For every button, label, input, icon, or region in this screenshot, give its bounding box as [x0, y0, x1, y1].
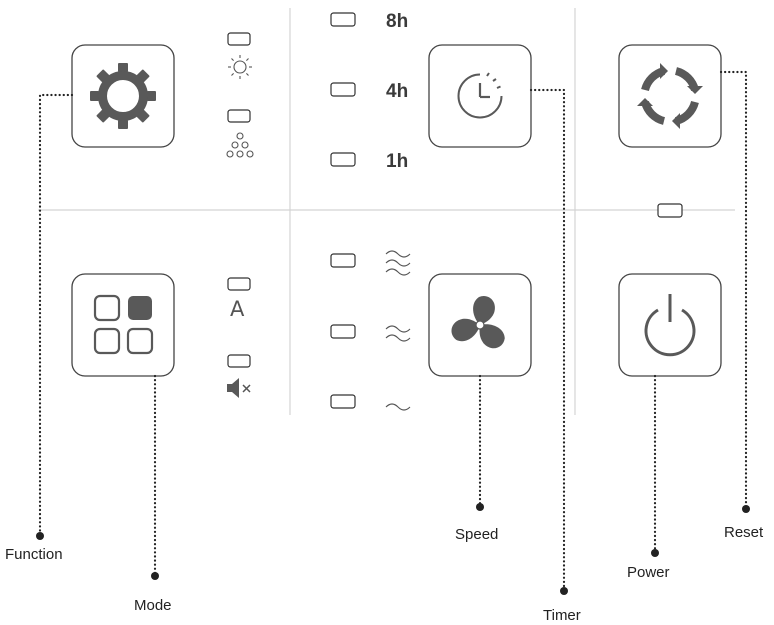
mode-indicator-mute [227, 354, 251, 368]
speed-indicators [330, 250, 411, 411]
timer-label-8h: 8h [386, 11, 408, 32]
power-indicator [657, 203, 683, 218]
timer-indicators: 8h 4h 1h [330, 11, 408, 172]
power-label: Power [627, 564, 670, 581]
power-icon [644, 294, 696, 357]
fan-icon [451, 295, 505, 349]
refresh-icon [637, 63, 703, 129]
speed-button[interactable] [428, 273, 532, 377]
speed-low-icon [385, 403, 411, 411]
reset-label: Reset [724, 524, 764, 541]
timer-label-4h: 4h [386, 81, 408, 102]
function-indicator-light [227, 32, 251, 46]
mode-label: Mode [134, 597, 172, 614]
speed-high-icon [385, 250, 411, 276]
function-label: Function [5, 546, 63, 563]
timer-indicator-1h [330, 152, 356, 167]
power-button[interactable] [618, 273, 722, 377]
mode-indicator-auto [227, 277, 251, 291]
function-leader [38, 93, 74, 538]
mode-indicators: A [227, 277, 251, 398]
timer-label-1h: 1h [386, 151, 408, 172]
function-indicators [226, 32, 254, 158]
mode-button[interactable] [71, 273, 175, 377]
clock-icon [457, 72, 503, 119]
callouts: Function Mode Speed Timer Power Reset [5, 70, 764, 624]
speed-label: Speed [455, 526, 498, 543]
speed-indicator-low [330, 394, 356, 409]
timer-leader [529, 88, 566, 593]
sun-icon [228, 55, 252, 79]
speed-medium-icon [385, 325, 411, 342]
function-indicator-ion [227, 109, 251, 123]
ionizer-icon [226, 132, 254, 158]
timer-indicator-8h [330, 12, 356, 27]
speed-leader-dot [476, 503, 484, 511]
mode-leader-dot [151, 572, 159, 580]
speed-indicator-medium [330, 324, 356, 339]
speed-indicator-high [330, 253, 356, 268]
mute-icon [227, 378, 251, 398]
power-leader-dot [651, 549, 659, 557]
reset-button[interactable] [618, 44, 722, 148]
timer-indicator-4h [330, 82, 356, 97]
reset-leader [719, 70, 748, 511]
grid-icon [93, 294, 154, 355]
timer-leader-dot [560, 587, 568, 595]
auto-icon: A [230, 297, 245, 321]
reset-leader-dot [742, 505, 750, 513]
panel-grid [38, 8, 735, 415]
timer-button[interactable] [428, 44, 532, 148]
function-button[interactable] [71, 44, 175, 148]
gear-icon [90, 63, 156, 129]
function-leader-dot [36, 532, 44, 540]
timer-label: Timer [543, 607, 581, 624]
